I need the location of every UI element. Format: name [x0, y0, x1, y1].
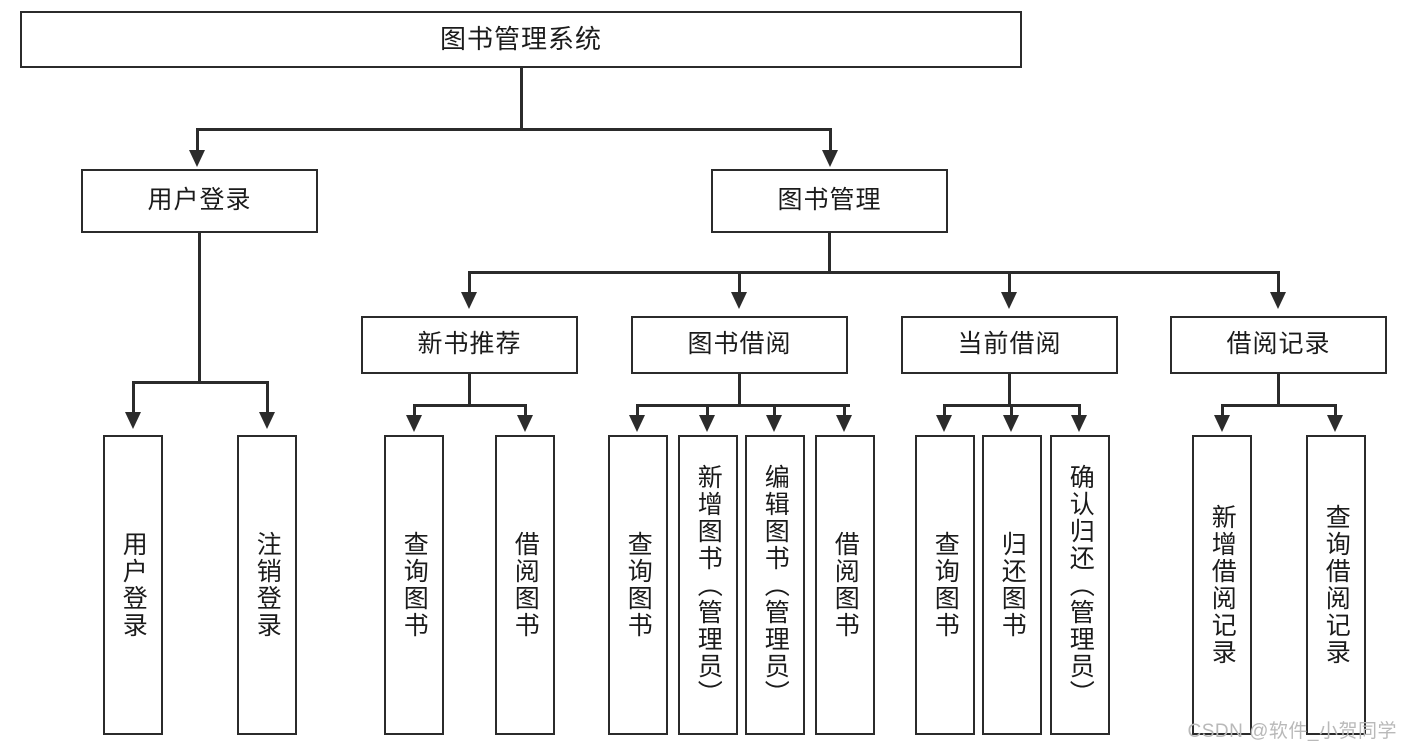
connector-bb-drop-1 [636, 404, 639, 418]
connector-to-new-book-recommend [468, 271, 471, 295]
connector-borrow-record-bus [1221, 404, 1336, 407]
node-label: 图书借阅 [687, 330, 792, 359]
node-label: 查询图书 [624, 531, 653, 639]
node-label: 查询借阅记录 [1322, 504, 1351, 666]
node-borrow-record[interactable]: 借阅记录 [1170, 316, 1387, 374]
connector-current-borrow-stem [1008, 374, 1011, 406]
connector-user-login-bus [132, 381, 268, 384]
arrowhead-bb-edit-book [766, 415, 782, 432]
node-root-book-management-system[interactable]: 图书管理系统 [20, 11, 1022, 68]
arrowhead-cb-return-book [1003, 415, 1019, 432]
node-label: 借阅图书 [511, 531, 540, 639]
node-label: 用户登录 [119, 531, 148, 639]
node-label: 归还图书 [998, 531, 1027, 639]
node-label: 新增借阅记录 [1208, 504, 1237, 666]
connector-cb-drop-1 [943, 404, 946, 418]
arrowhead-bb-borrow-book [836, 415, 852, 432]
node-current-borrow[interactable]: 当前借阅 [901, 316, 1118, 374]
arrowhead-br-add-record [1214, 415, 1230, 432]
connector-level3-bus [468, 271, 1280, 274]
connector-nbr-drop-1 [413, 404, 416, 418]
arrowhead-book-borrow [731, 292, 747, 309]
node-label: 确认归还（管理员） [1066, 463, 1095, 707]
node-book-borrow[interactable]: 图书借阅 [631, 316, 848, 374]
connector-root-to-book-management [829, 128, 832, 153]
leaf-br-query-record[interactable]: 查询借阅记录 [1306, 435, 1366, 735]
leaf-bb-edit-book[interactable]: 编辑图书（管理员） [745, 435, 805, 735]
connector-bb-drop-4 [843, 404, 846, 418]
connector-root-bus [196, 128, 832, 131]
node-new-book-recommend[interactable]: 新书推荐 [361, 316, 578, 374]
connector-cb-drop-3 [1078, 404, 1081, 418]
leaf-bb-query-book[interactable]: 查询图书 [608, 435, 668, 735]
connector-book-borrow-stem [738, 374, 741, 406]
leaf-bb-borrow-book[interactable]: 借阅图书 [815, 435, 875, 735]
node-label: 新增图书（管理员） [694, 463, 723, 707]
connector-br-drop-1 [1221, 404, 1224, 418]
connector-nbr-drop-2 [524, 404, 527, 418]
arrowhead-user-login [189, 150, 205, 167]
connector-to-borrow-record [1277, 271, 1280, 295]
leaf-user-login[interactable]: 用户登录 [103, 435, 163, 735]
node-label: 编辑图书（管理员） [761, 463, 790, 707]
leaf-cb-return-book[interactable]: 归还图书 [982, 435, 1042, 735]
leaf-cb-query-book[interactable]: 查询图书 [915, 435, 975, 735]
arrowhead-cb-query-book [936, 415, 952, 432]
leaf-logout[interactable]: 注销登录 [237, 435, 297, 735]
arrowhead-new-book-recommend [461, 292, 477, 309]
connector-to-current-borrow [1008, 271, 1011, 295]
node-label: 借阅图书 [831, 531, 860, 639]
node-label: 新书推荐 [417, 330, 522, 359]
connector-user-login-drop-1 [132, 381, 135, 415]
arrowhead-nbr-borrow-book [517, 415, 533, 432]
leaf-bb-add-book[interactable]: 新增图书（管理员） [678, 435, 738, 735]
arrowhead-bb-query-book [629, 415, 645, 432]
connector-bb-drop-2 [706, 404, 709, 418]
arrowhead-cb-confirm-return [1071, 415, 1087, 432]
connector-root-to-user-login [196, 128, 199, 153]
connector-user-login-stem [198, 233, 201, 383]
node-label: 用户登录 [147, 186, 252, 215]
node-label: 查询图书 [931, 531, 960, 639]
leaf-nbr-borrow-book[interactable]: 借阅图书 [495, 435, 555, 735]
node-label: 查询图书 [400, 531, 429, 639]
arrowhead-nbr-query-book [406, 415, 422, 432]
connector-book-management-stem [828, 233, 831, 273]
arrowhead-borrow-record [1270, 292, 1286, 309]
connector-new-book-recommend-bus [413, 404, 526, 407]
connector-br-drop-2 [1334, 404, 1337, 418]
leaf-cb-confirm-return[interactable]: 确认归还（管理员） [1050, 435, 1110, 735]
arrowhead-leaf-logout [259, 412, 275, 429]
connector-root-stem [520, 68, 523, 130]
connector-book-borrow-bus [636, 404, 850, 407]
connector-bb-drop-3 [773, 404, 776, 418]
node-label: 注销登录 [253, 531, 282, 639]
connector-user-login-drop-2 [266, 381, 269, 415]
node-label: 图书管理 [777, 186, 882, 215]
leaf-br-add-record[interactable]: 新增借阅记录 [1192, 435, 1252, 735]
arrowhead-leaf-user-login [125, 412, 141, 429]
arrowhead-bb-add-book [699, 415, 715, 432]
node-book-management[interactable]: 图书管理 [711, 169, 948, 233]
csdn-watermark: CSDN @软件_小贺同学 [1187, 721, 1397, 742]
node-label: 借阅记录 [1226, 330, 1331, 359]
node-user-login[interactable]: 用户登录 [81, 169, 318, 233]
connector-to-book-borrow [738, 271, 741, 295]
connector-cb-drop-2 [1010, 404, 1013, 418]
arrowhead-book-management [822, 150, 838, 167]
connector-borrow-record-stem [1277, 374, 1280, 406]
arrowhead-br-query-record [1327, 415, 1343, 432]
connector-new-book-recommend-stem [468, 374, 471, 406]
node-label: 当前借阅 [957, 330, 1062, 359]
node-label: 图书管理系统 [439, 24, 602, 55]
arrowhead-current-borrow [1001, 292, 1017, 309]
leaf-nbr-query-book[interactable]: 查询图书 [384, 435, 444, 735]
